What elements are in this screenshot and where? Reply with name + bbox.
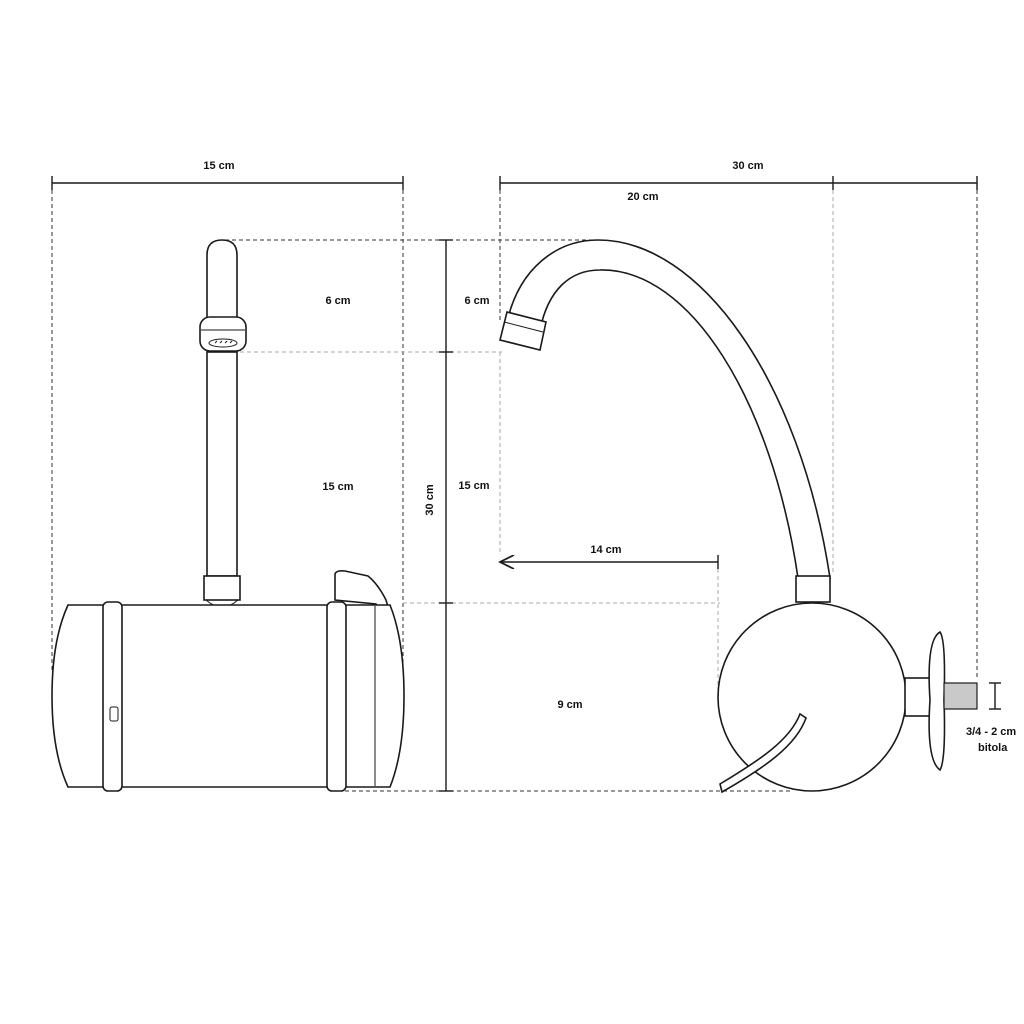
front-top-label: 6 cm: [325, 295, 350, 307]
total-height-label: 30 cm: [424, 484, 436, 515]
front-width-label: 15 cm: [203, 160, 234, 172]
side-bottom-label: 9 cm: [557, 699, 582, 711]
side-spout-connector: [795, 575, 831, 603]
front-mid-label: 15 cm: [322, 481, 353, 493]
front-pipe-connector: [203, 575, 241, 608]
spout-depth-dimension: 14 cm: [500, 544, 719, 569]
side-top-label: 6 cm: [464, 295, 489, 307]
spout-reach-label: 20 cm: [627, 191, 658, 203]
front-width-dimension: 15 cm: [51, 160, 404, 190]
side-width-label: 30 cm: [732, 160, 763, 172]
side-mid-label: 15 cm: [458, 480, 489, 492]
side-spout-tip: [499, 311, 547, 351]
front-cylinder-body: [51, 601, 405, 792]
side-round-body: [717, 602, 907, 792]
side-power-cable: [719, 712, 807, 794]
front-vertical-pipe: [206, 239, 238, 577]
side-width-dimension: 30 cm 20 cm: [499, 160, 978, 203]
gauge-dimension: 3/4 - 2 cm bitola: [966, 682, 1016, 754]
side-curved-spout: [507, 239, 831, 579]
spout-depth-label: 14 cm: [590, 544, 621, 556]
gauge-label-line1: 3/4 - 2 cm: [966, 726, 1016, 738]
front-view: 15 cm: [51, 160, 790, 792]
height-dimension: 30 cm 6 cm 15 cm: [424, 239, 490, 792]
gauge-label-line2: bitola: [978, 742, 1008, 754]
side-view: 30 cm 20 cm 14 cm: [499, 160, 1016, 794]
front-aerator: [199, 316, 247, 352]
side-wall-mount: [904, 630, 978, 772]
